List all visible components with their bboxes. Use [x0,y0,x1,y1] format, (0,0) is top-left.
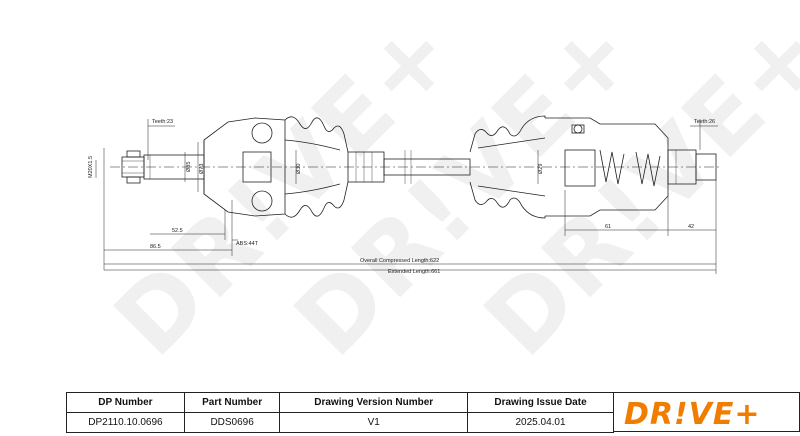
header-issue-date: Drawing Issue Date [467,392,614,413]
diameter-30-label: Ø30 [296,164,302,174]
value-issue-date: 2025.04.01 [467,412,614,433]
overall-length-label: Overall Compressed Length:622 [360,258,439,264]
value-dp-number: DP2110.10.0696 [66,412,185,433]
diameter-29-label: Ø29 [538,164,544,174]
length-52-5-label: 52.5 [172,228,183,234]
teeth-left-label: Teeth:23 [152,119,173,125]
header-part-number: Part Number [183,392,281,413]
header-drawing-version: Drawing Version Number [279,392,469,413]
logo-box: DR!VE+ [614,392,800,432]
extended-length-label: Extended Length:661 [388,269,440,275]
value-drawing-version: V1 [279,412,469,433]
teeth-right-label: Teeth:26 [694,119,715,125]
diameter-85-label: Ø85 [186,162,192,172]
thread-label: M20X1.5 [88,156,94,178]
value-part-number: DDS0696 [183,412,281,433]
diameter-73-label: Ø73 [199,164,205,174]
header-dp-number: DP Number [66,392,185,413]
length-61-label: 61 [605,224,611,230]
abs-label: ABS:44T [236,241,259,247]
driveshaft-drawing: Teeth:23 Teeth:26 M20X1.5 Ø85 Ø73 Ø30 Ø2… [88,115,720,275]
title-block: DP Number Part Number Drawing Version Nu… [66,392,614,433]
length-86-5-label: 86.5 [150,244,161,250]
length-42-label: 42 [688,224,694,230]
drive-logo: DR!VE+ [624,397,761,432]
